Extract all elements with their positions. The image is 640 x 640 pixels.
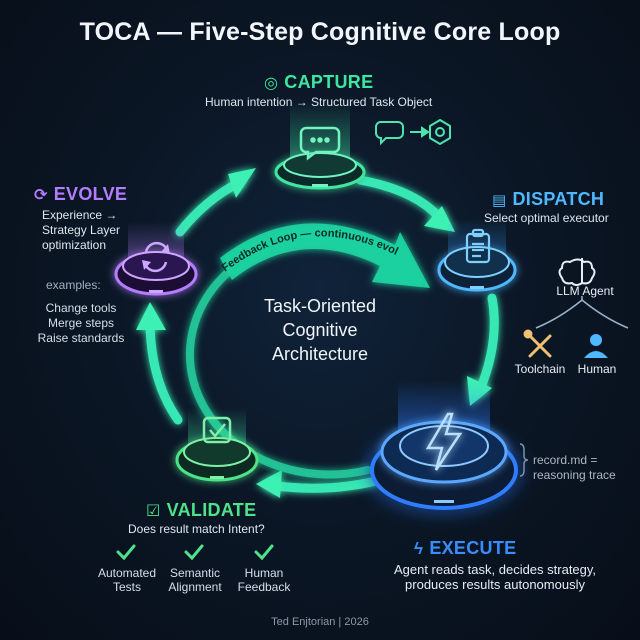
checkbox-icon: ☑ xyxy=(146,502,161,520)
capture-subtitle: Human intention → Structured Task Object xyxy=(205,95,433,109)
capture-heading: ◎ CAPTURE xyxy=(264,72,373,93)
evolve-line-2: Strategy Layer xyxy=(42,223,121,237)
evolve-node xyxy=(114,222,198,296)
execute-heading: ϟ EXECUTE xyxy=(414,538,516,559)
dispatch-title: DISPATCH xyxy=(512,189,605,209)
validate-subtitle: Does result match Intent? xyxy=(128,522,265,536)
validate-heading: ☑ VALIDATE xyxy=(146,500,256,521)
check-label-line-2: Alignment xyxy=(168,580,222,594)
feedback-loop-crescent xyxy=(185,223,430,479)
validate-node xyxy=(175,408,259,482)
page-title: TOCA — Five-Step Cognitive Core Loop xyxy=(79,18,561,46)
clipboard-small-icon: ▤ xyxy=(492,191,507,209)
dispatch-subtitle: Select optimal executor xyxy=(484,211,609,225)
evolve-heading: ⟳ EVOLVE xyxy=(34,184,127,205)
example-item: Raise standards xyxy=(37,331,125,345)
arrow-validate-to-evolve xyxy=(145,315,183,425)
evolve-line-3: optimization xyxy=(42,238,107,252)
check-label-line-2: Tests xyxy=(112,580,141,594)
evolve-line-1: Experience → xyxy=(42,208,118,222)
capture-title: CAPTURE xyxy=(284,72,374,92)
validate-title: VALIDATE xyxy=(166,500,257,520)
check-label-line-2: Feedback xyxy=(237,580,291,594)
check-icon xyxy=(116,544,136,561)
chat-to-ai-icons xyxy=(375,118,451,146)
lightning-icon xyxy=(425,412,463,471)
refresh-icon xyxy=(142,241,170,273)
clipboard-icon xyxy=(465,228,491,264)
brain-icon xyxy=(558,258,596,286)
lightning-small-icon: ϟ xyxy=(414,538,424,558)
center-line-1: Task-Oriented xyxy=(263,296,377,316)
execute-title: EXECUTE xyxy=(429,538,517,558)
chat-bubble-icon xyxy=(299,126,341,161)
validate-check-icons xyxy=(116,544,274,561)
evolve-examples-label: examples: xyxy=(46,278,101,292)
center-line-3: Architecture xyxy=(271,344,369,364)
refresh-small-icon: ⟳ xyxy=(34,186,48,204)
record-line-2: reasoning trace xyxy=(533,468,616,482)
tools-icon xyxy=(523,329,552,358)
evolve-title: EVOLVE xyxy=(53,184,128,204)
human-label: Human xyxy=(577,362,617,376)
example-item: Change tools xyxy=(45,301,117,315)
check-semantic-alignment: Semantic Alignment xyxy=(160,566,230,594)
center-label: Task-Oriented Cognitive Architecture xyxy=(215,294,425,366)
credit-line: Ted Enjtorian | 2026 xyxy=(271,616,369,628)
dispatch-heading: ▤ DISPATCH xyxy=(492,189,604,210)
executor-tree xyxy=(535,296,629,329)
execute-node xyxy=(370,380,518,510)
check-label-line-1: Automated xyxy=(97,566,157,580)
center-line-2: Cognitive xyxy=(282,320,358,340)
capture-node xyxy=(274,102,366,190)
check-icon xyxy=(254,544,274,561)
arrow-capture-to-dispatch xyxy=(355,175,445,223)
toolchain-label: Toolchain xyxy=(514,362,566,376)
human-icon xyxy=(584,334,608,358)
record-note: record.md = reasoning trace xyxy=(533,453,633,483)
target-icon: ◎ xyxy=(264,74,279,92)
execute-description: Agent reads task, decides strategy, prod… xyxy=(360,562,630,592)
execute-line-1: Agent reads task, decides strategy, xyxy=(393,562,597,577)
evolve-examples-list: Change tools Merge steps Raise standards xyxy=(26,301,136,346)
record-bracket xyxy=(519,443,529,477)
llm-agent-label: LLM Agent xyxy=(556,284,614,298)
check-square-icon xyxy=(202,416,232,444)
record-line-1: record.md = xyxy=(533,453,598,467)
evolve-description: Experience → Strategy Layer optimization xyxy=(42,208,152,253)
check-human-feedback: Human Feedback xyxy=(229,566,299,594)
example-item: Merge steps xyxy=(47,316,115,330)
check-label-line-1: Semantic xyxy=(169,566,221,580)
check-label-line-1: Human xyxy=(244,566,284,580)
check-icon xyxy=(184,544,204,561)
check-automated-tests: Automated Tests xyxy=(92,566,162,594)
execute-line-2: produces results autonomously xyxy=(405,577,585,592)
